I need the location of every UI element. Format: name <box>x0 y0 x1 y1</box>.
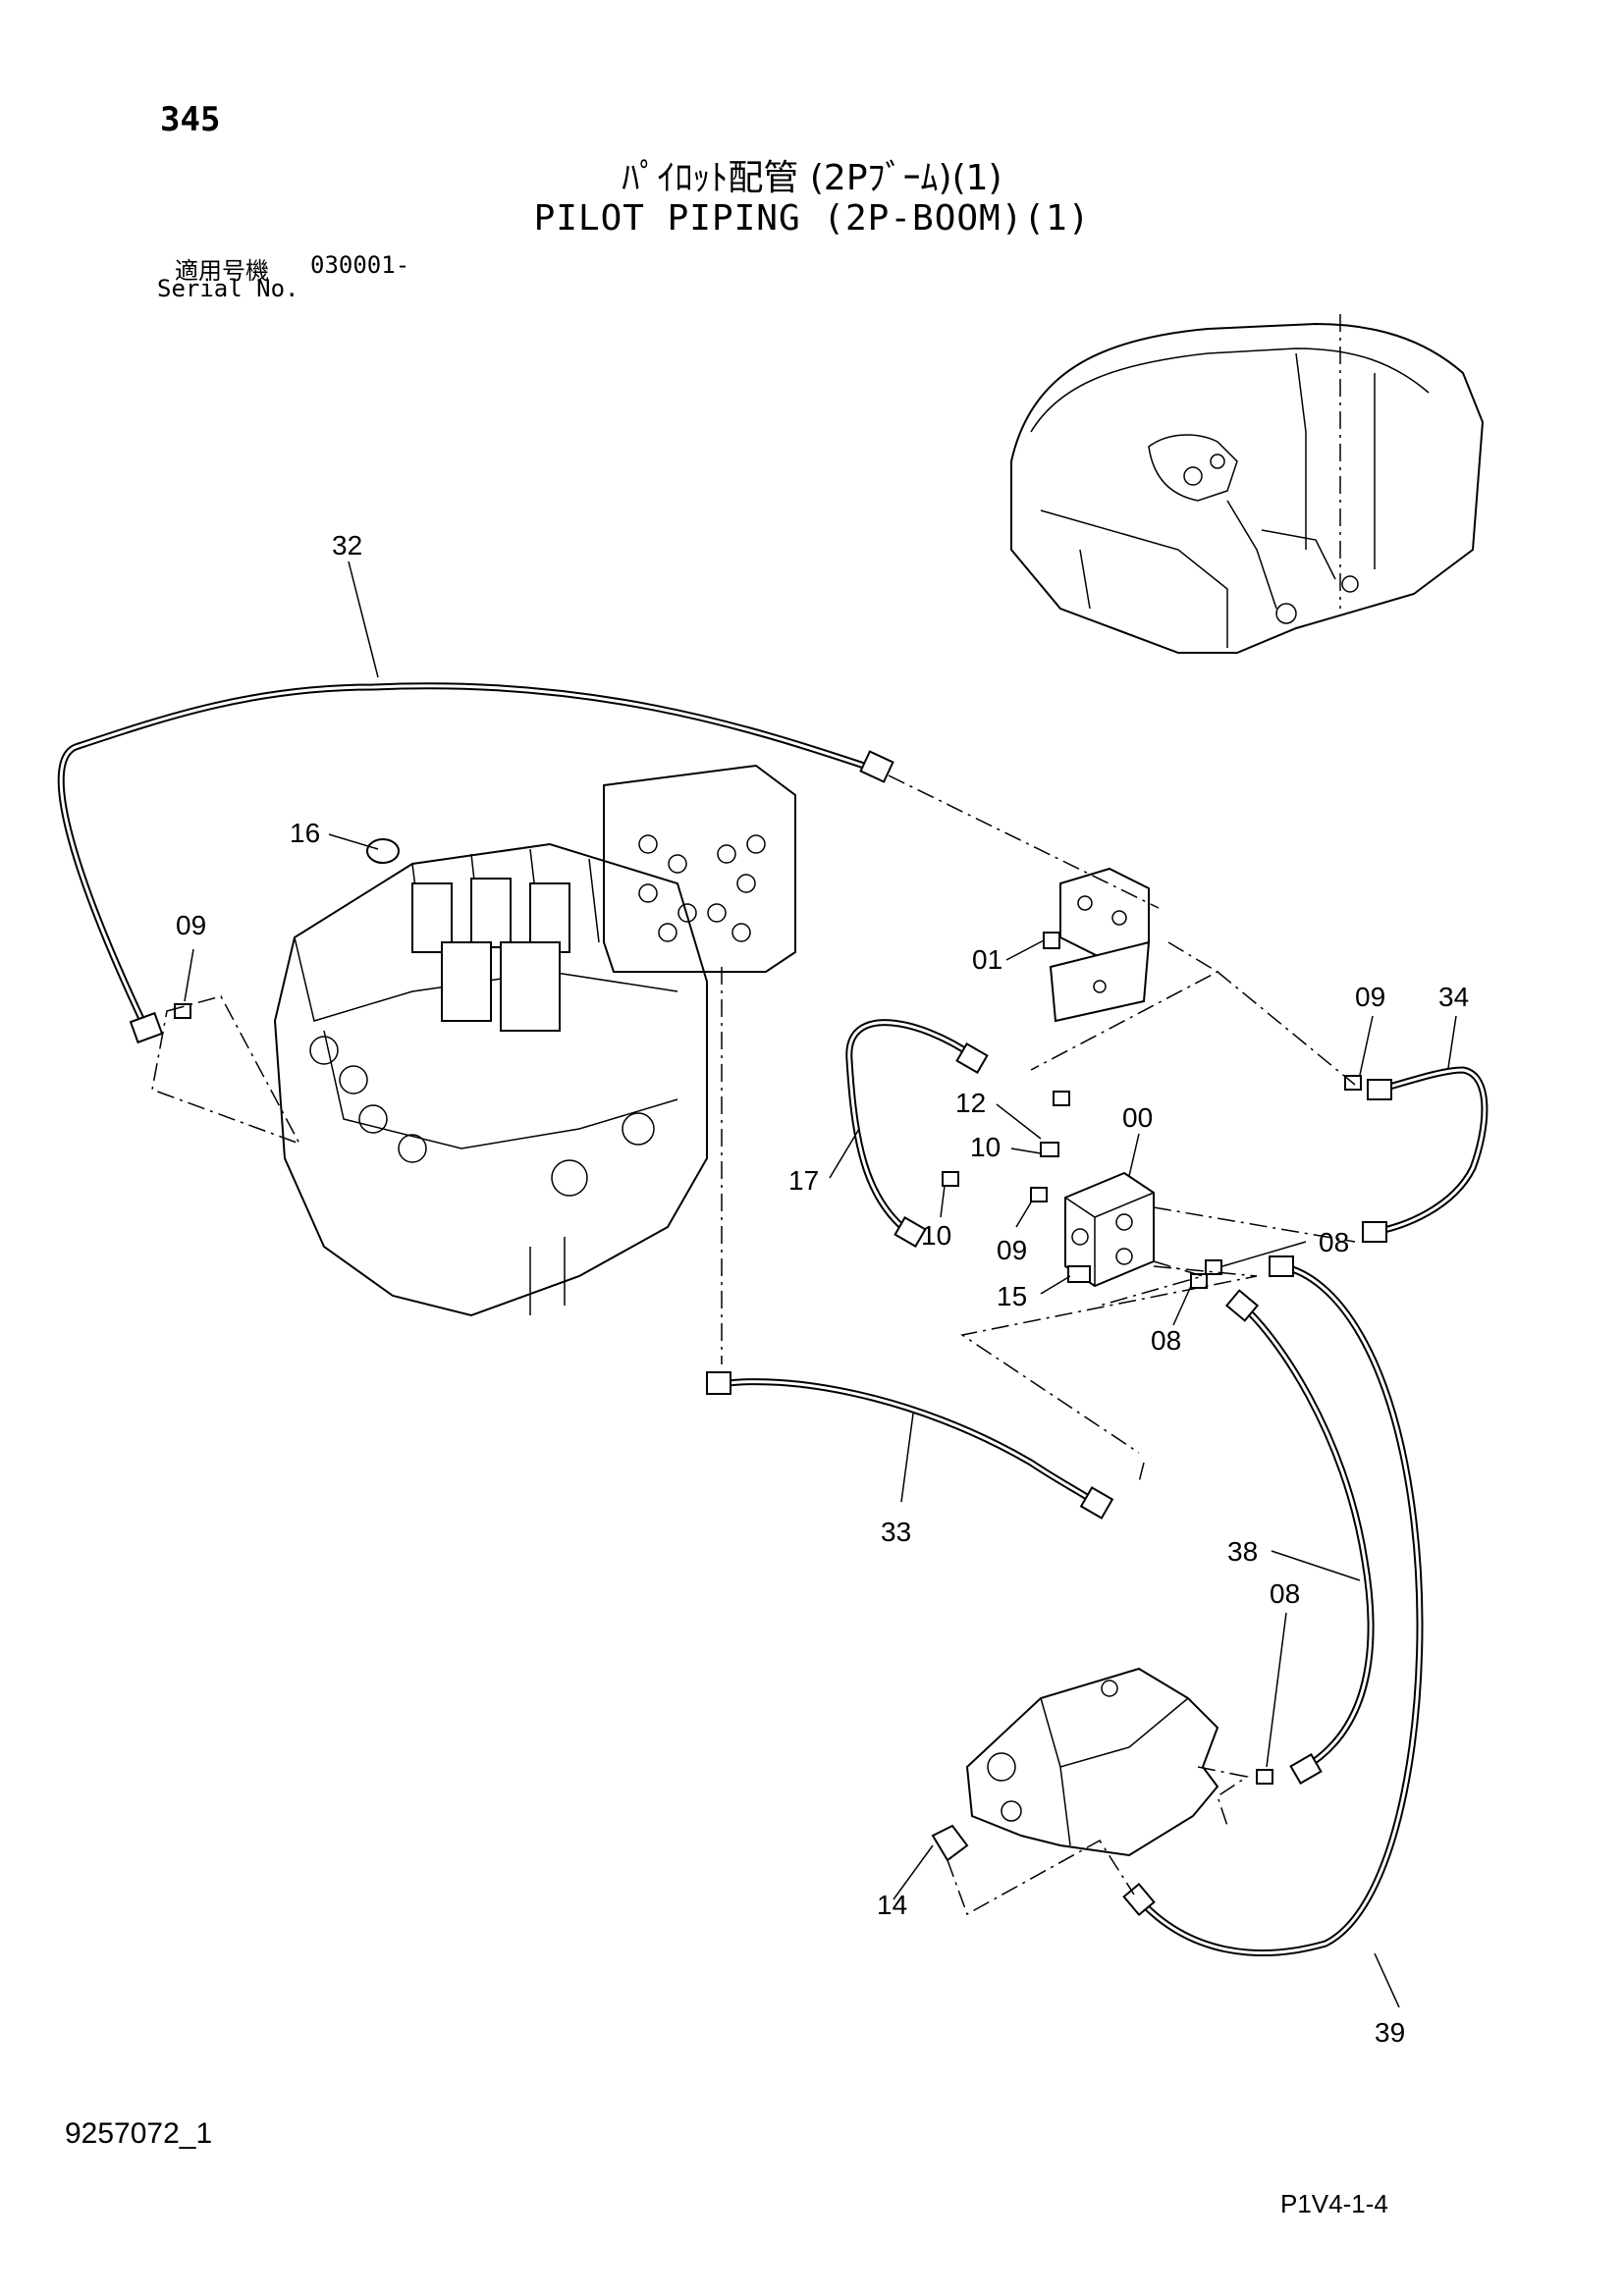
drawing-code: 9257072_1 <box>65 2117 213 2150</box>
bracket-valve-assembly <box>1043 867 1151 1023</box>
port-detail-view <box>603 764 796 973</box>
page-title-en: PILOT PIPING (2P-BOOM)(1) <box>533 198 1091 239</box>
callout-09: 09 <box>997 1235 1027 1265</box>
block-00 <box>1064 1171 1155 1288</box>
callout-33: 33 <box>881 1517 911 1547</box>
hose-34 <box>1362 1066 1489 1243</box>
callout-38: 38 <box>1227 1536 1258 1567</box>
leader-lines <box>184 561 1457 2008</box>
callout-10: 10 <box>921 1220 951 1251</box>
serial-label-jp: 適用号機 <box>175 257 269 285</box>
page-reference: P1V4-1-4 <box>1280 2189 1388 2218</box>
callout-17: 17 <box>788 1165 819 1196</box>
hose-33 <box>706 1371 1114 1520</box>
pilot-valve-lower <box>931 1667 1219 1862</box>
callout-09: 09 <box>1355 982 1385 1012</box>
callout-12: 12 <box>955 1088 986 1118</box>
serial-label-en: Serial No. <box>157 275 299 302</box>
callout-01: 01 <box>972 944 1002 975</box>
callout-09: 09 <box>176 910 206 940</box>
page-title-jp: ﾊﾟｲﾛｯﾄ配管 (2Pﾌﾞｰﾑ)(1) <box>622 158 1002 198</box>
hose-32 <box>57 682 894 1044</box>
routing-lines <box>151 774 1356 1916</box>
callout-08: 08 <box>1319 1227 1349 1257</box>
callout-39: 39 <box>1375 2017 1405 2048</box>
callout-08: 08 <box>1270 1578 1300 1609</box>
callout-labels: 32 16 09 01 09 34 12 00 10 17 10 09 08 1… <box>176 530 1469 2048</box>
hose-38 <box>1224 1289 1375 1786</box>
machine-inset-illustration <box>1010 314 1485 654</box>
callout-16: 16 <box>290 818 320 848</box>
main-control-valve <box>273 838 708 1317</box>
callout-10: 10 <box>970 1132 1001 1162</box>
serial-value: 030001- <box>310 251 410 279</box>
callout-32: 32 <box>332 530 362 561</box>
callout-15: 15 <box>997 1281 1027 1311</box>
callout-34: 34 <box>1438 982 1469 1012</box>
hose-39 <box>1122 1255 1424 1956</box>
callout-14: 14 <box>877 1890 907 1920</box>
callout-00: 00 <box>1122 1102 1153 1133</box>
hose-17 <box>845 1019 989 1249</box>
callout-08: 08 <box>1151 1325 1181 1356</box>
page-number: 345 <box>160 100 221 139</box>
